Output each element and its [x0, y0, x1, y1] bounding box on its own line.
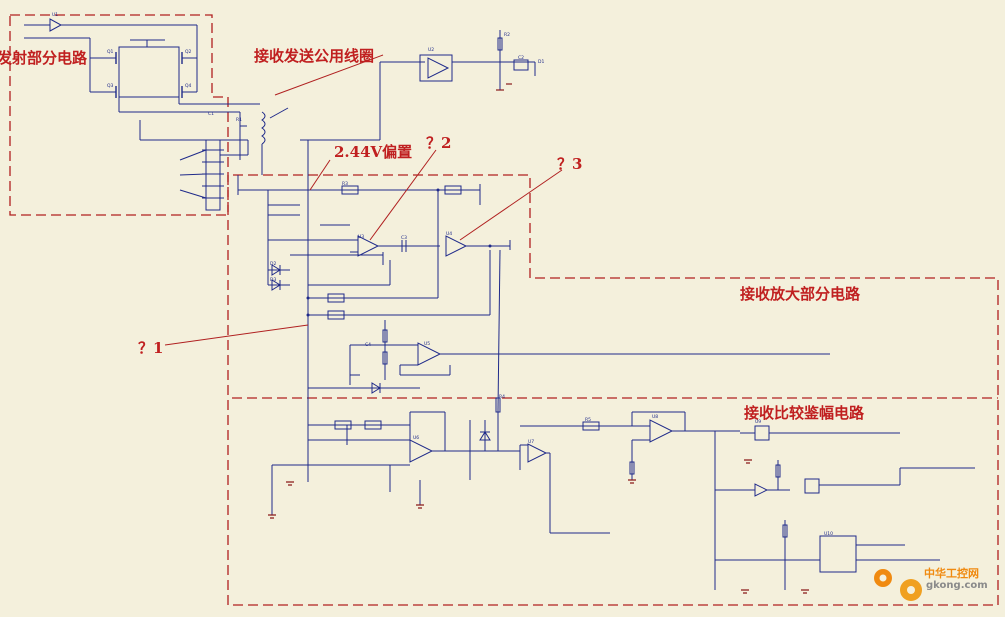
- q2-label: ？2: [426, 134, 452, 152]
- part-c3: C3: [401, 236, 408, 241]
- part-u1: U1: [52, 13, 59, 18]
- coil-label: 接收发送公用线圈: [254, 47, 375, 65]
- rx-amp-section-label: 接收放大部分电路: [740, 285, 861, 303]
- part-r1: R1: [236, 118, 242, 123]
- bias-leader-line: [309, 159, 331, 191]
- part-r4: R4: [499, 395, 505, 400]
- part-d2: D2: [270, 262, 277, 267]
- part-u3: U3: [358, 235, 365, 240]
- part-u9: U9: [755, 420, 762, 425]
- part-u4: U4: [446, 232, 453, 237]
- part-u6: U6: [413, 436, 420, 441]
- bias-label: 2.44V偏置: [334, 143, 413, 161]
- part-u10: U10: [824, 532, 834, 537]
- part-d3: D3: [270, 278, 277, 283]
- q2-leader-line: [369, 149, 437, 241]
- tx-section-boundary: [9, 14, 229, 216]
- q1-label: ？1: [138, 339, 164, 357]
- part-r2: R2: [504, 33, 510, 38]
- rx-cmp-circuit: [271, 249, 975, 590]
- tx-section-label: 发射部分电路: [0, 49, 88, 67]
- part-q3: Q3: [107, 84, 114, 89]
- tx-circuit: [24, 18, 289, 211]
- watermark-url: gkong.com: [926, 580, 988, 591]
- part-r3: R3: [342, 182, 348, 187]
- q3-leader-line: [459, 169, 563, 241]
- q3-label: ？3: [557, 155, 583, 173]
- rx-amp-section-boundary: [227, 174, 999, 606]
- rx-cmp-section-label: 接收比较鉴幅电路: [744, 404, 865, 422]
- part-u7: U7: [528, 440, 535, 445]
- ground-symbols: [268, 459, 809, 594]
- part-r5: R5: [585, 418, 591, 423]
- part-u5: U5: [424, 342, 431, 347]
- top-opamp-block: [300, 30, 536, 141]
- watermark-title: 中华工控网: [924, 567, 979, 580]
- coil-leader-line: [274, 54, 384, 96]
- part-q2: Q2: [185, 50, 192, 55]
- part-u8: U8: [652, 415, 659, 420]
- part-c2: C2: [518, 56, 525, 61]
- gkong-gear-logo: [874, 569, 922, 601]
- q1-leader-line: [164, 324, 309, 346]
- part-c4: C4: [365, 343, 372, 348]
- part-u2: U2: [428, 48, 435, 53]
- part-q1: Q1: [107, 50, 114, 55]
- part-c1: C1: [208, 112, 215, 117]
- part-d1: D1: [538, 60, 545, 65]
- part-q4: Q4: [185, 84, 192, 89]
- rx-amp-circuit: [237, 140, 830, 482]
